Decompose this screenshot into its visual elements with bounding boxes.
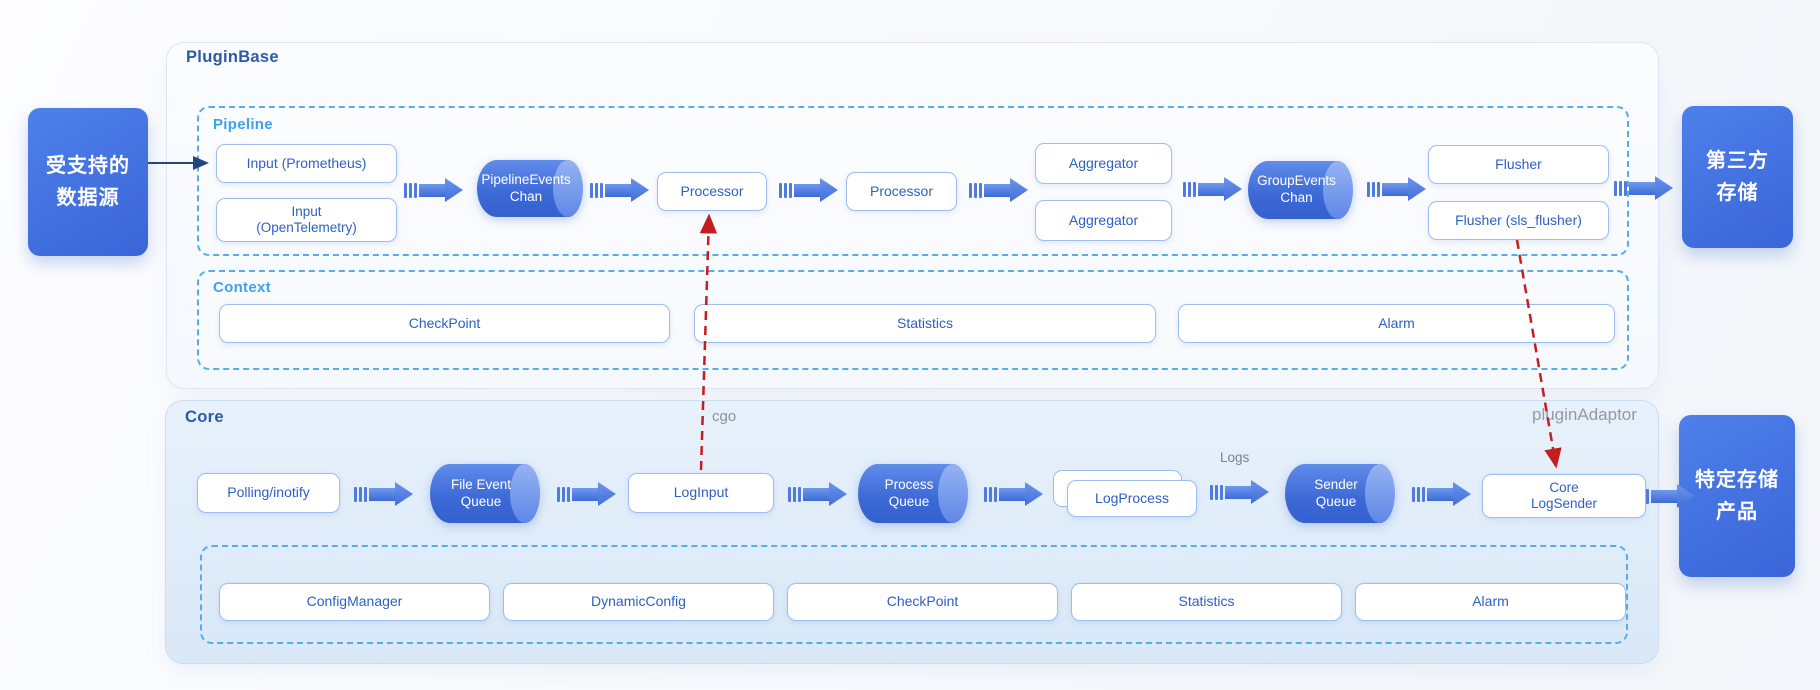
group-events-chan-cylinder: GroupEvents Chan xyxy=(1248,161,1353,219)
pluginbase-title: PluginBase xyxy=(186,48,279,66)
supported-data-sources-box: 受支持的 数据源 xyxy=(28,108,148,256)
core-title: Core xyxy=(185,408,224,426)
sender-queue-cylinder: Sender Queue xyxy=(1285,464,1395,523)
pipeline-events-chan-cylinder: PipelineEvents Chan xyxy=(477,160,583,217)
node-log-process: LogProcess xyxy=(1067,480,1197,517)
cgo-label: cgo xyxy=(712,408,737,425)
node-config-manager: ConfigManager xyxy=(219,583,490,621)
process-queue-cylinder: Process Queue xyxy=(858,464,968,523)
node-core-alarm: Alarm xyxy=(1355,583,1626,621)
node-processor-1: Processor xyxy=(657,172,767,211)
node-processor-2: Processor xyxy=(846,172,957,211)
node-core-log-sender: Core LogSender xyxy=(1482,474,1646,518)
flow-arrow xyxy=(969,175,1028,205)
node-flusher: Flusher xyxy=(1428,145,1609,184)
logs-label: Logs xyxy=(1220,450,1250,465)
flow-arrow xyxy=(1183,174,1242,204)
node-flusher-sls: Flusher (sls_flusher) xyxy=(1428,201,1609,240)
flow-arrow xyxy=(1614,173,1673,203)
node-context-alarm: Alarm xyxy=(1178,304,1615,343)
flow-arrow xyxy=(1646,481,1695,511)
node-input-opentelemetry: Input (OpenTelemetry) xyxy=(216,198,397,242)
flow-arrow xyxy=(984,479,1043,509)
pipeline-title: Pipeline xyxy=(213,116,273,133)
node-polling-inotify: Polling/inotify xyxy=(197,473,340,513)
context-title: Context xyxy=(213,279,271,296)
node-context-statistics: Statistics xyxy=(694,304,1156,343)
node-input-prometheus: Input (Prometheus) xyxy=(216,144,397,183)
node-log-input: LogInput xyxy=(628,473,774,513)
flow-arrow xyxy=(404,175,463,205)
node-dynamic-config: DynamicConfig xyxy=(503,583,774,621)
flow-arrow xyxy=(1412,479,1471,509)
specific-storage-box: 特定存储 产品 xyxy=(1679,415,1795,577)
node-context-checkpoint: CheckPoint xyxy=(219,304,670,343)
node-core-statistics: Statistics xyxy=(1071,583,1342,621)
flow-arrow xyxy=(1210,477,1269,507)
flow-arrow xyxy=(779,175,838,205)
core-services-group xyxy=(200,545,1628,644)
file-event-queue-cylinder: File Event Queue xyxy=(430,464,540,523)
plugin-adaptor-label: pluginAdaptor xyxy=(1532,405,1637,424)
node-aggregator-1: Aggregator xyxy=(1035,143,1172,184)
flow-arrow xyxy=(590,175,649,205)
node-aggregator-2: Aggregator xyxy=(1035,200,1172,241)
flow-arrow xyxy=(557,479,616,509)
third-party-storage-box: 第三方 存储 xyxy=(1682,106,1793,248)
flow-arrow xyxy=(354,479,413,509)
node-core-checkpoint: CheckPoint xyxy=(787,583,1058,621)
flow-arrow xyxy=(1367,174,1426,204)
flow-arrow xyxy=(788,479,847,509)
